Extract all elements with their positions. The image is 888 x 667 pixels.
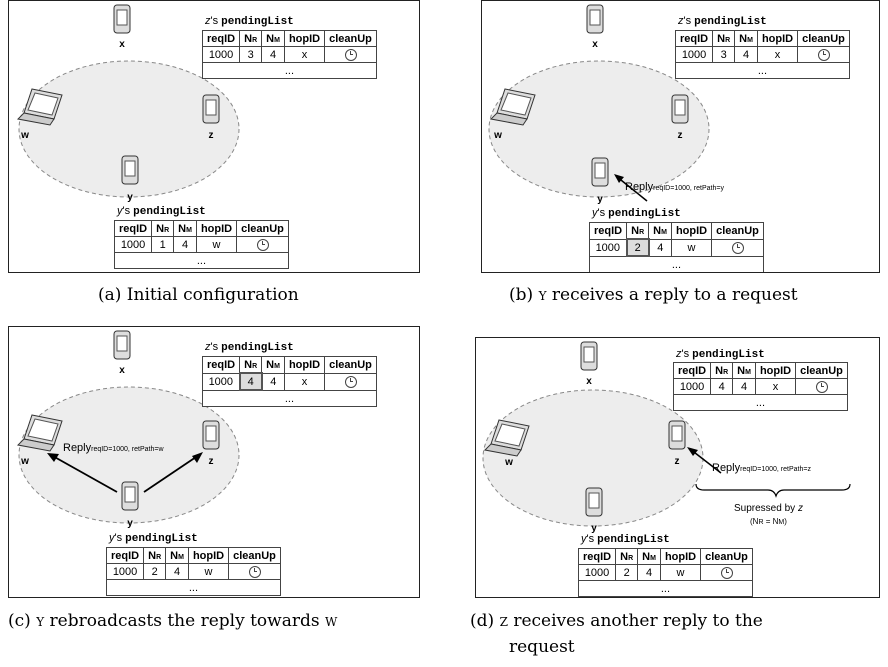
clock-icon — [344, 375, 357, 388]
caption-d-line2: request — [509, 637, 575, 657]
arrowhead-w — [47, 453, 59, 462]
network-range — [488, 60, 710, 198]
phone-y-icon — [585, 487, 603, 517]
phone-z-icon — [671, 94, 689, 124]
node-w-label: w — [20, 456, 29, 467]
node-y-label: y — [597, 194, 603, 205]
arrowhead-z — [192, 452, 203, 463]
node-w-label: w — [504, 457, 513, 468]
reply-label: ReplyreqID=1000, retPath=w — [63, 442, 164, 454]
z-pendinglist-title: z's pendingList — [205, 15, 294, 28]
z-pendinglist-title: z's pendingList — [205, 341, 294, 354]
laptop-w-icon — [16, 414, 63, 452]
phone-z-icon — [202, 420, 220, 450]
panel-d-diagram: x w z y — [482, 341, 851, 534]
clock-icon — [344, 48, 357, 61]
brace — [695, 483, 851, 498]
suppressed-label: Supressed by z — [734, 503, 803, 514]
highlighted-cell: 4 — [238, 372, 263, 391]
caption-a: (a) Initial configuration — [98, 285, 299, 305]
phone-x-icon — [113, 4, 131, 34]
node-z-label: z — [678, 130, 683, 141]
clock-icon — [815, 380, 828, 393]
z-pendinglist-title: z's pendingList — [676, 348, 765, 361]
node-y-label: y — [127, 518, 133, 529]
panel-d: x w z y ReplyreqID=1000, retPath=z Supre… — [475, 337, 880, 598]
laptop-w-icon — [16, 88, 63, 126]
reply-arrow-to-w — [50, 454, 118, 493]
condition-label: (NR = NM) — [750, 517, 787, 526]
caption-d: (d) z receives another reply to the — [470, 611, 763, 631]
caption-b: (b) y receives a reply to a request — [509, 285, 798, 305]
reply-arrowhead — [614, 174, 624, 183]
phone-y-icon — [121, 155, 139, 185]
phone-y-icon — [591, 157, 609, 187]
panel-c: x w z y ReplyreqID=1000, retPath=w z's p… — [8, 326, 420, 598]
node-x-label: x — [586, 376, 592, 387]
clock-icon — [256, 238, 269, 251]
clock-icon — [720, 566, 733, 579]
node-w-label: w — [20, 130, 29, 141]
panel-c-diagram: x w z y — [16, 330, 240, 529]
node-x-label: x — [119, 365, 125, 376]
y-pendinglist-title: y's pendingList — [117, 205, 206, 218]
network-range — [482, 389, 704, 527]
caption-c: (c) y rebroadcasts the reply towards w — [8, 611, 338, 631]
node-z-label: z — [209, 456, 214, 467]
node-w-label: w — [493, 130, 502, 141]
clock-icon — [731, 241, 744, 254]
node-z-label: z — [209, 130, 214, 141]
phone-z-icon — [668, 420, 686, 450]
node-z-label: z — [675, 456, 680, 467]
clock-icon — [817, 48, 830, 61]
phone-y-icon — [121, 481, 139, 511]
clock-icon — [248, 565, 261, 578]
phone-x-icon — [113, 330, 131, 360]
reply-arrowhead — [687, 447, 698, 456]
y-pendinglist-title: y's pendingList — [109, 532, 198, 545]
laptop-w-icon — [489, 88, 536, 126]
node-x-label: x — [119, 39, 125, 50]
network-range — [18, 60, 240, 198]
reply-label: ReplyreqID=1000, retPath=y — [625, 181, 724, 193]
phone-x-icon — [580, 341, 598, 371]
node-y-label: y — [591, 523, 597, 534]
reply-arrow-to-z — [143, 454, 200, 493]
y-pendinglist-title: y's pendingList — [581, 533, 670, 546]
phone-x-icon — [586, 4, 604, 34]
panel-b-diagram: x w z y — [488, 4, 710, 205]
highlighted-cell: 2 — [625, 238, 650, 257]
reply-label: ReplyreqID=1000, retPath=z — [712, 462, 811, 474]
panel-b: x w z y ReplyreqID=1000, retPath=y z's p… — [481, 0, 880, 273]
phone-z-icon — [202, 94, 220, 124]
z-pendinglist-title: z's pendingList — [678, 15, 767, 28]
network-range — [18, 386, 240, 524]
panel-a-diagram: x w z y — [16, 4, 240, 203]
laptop-w-icon — [483, 419, 530, 457]
node-x-label: x — [592, 39, 598, 50]
y-pendinglist-title: y's pendingList — [592, 207, 681, 220]
node-y-label: y — [127, 192, 133, 203]
